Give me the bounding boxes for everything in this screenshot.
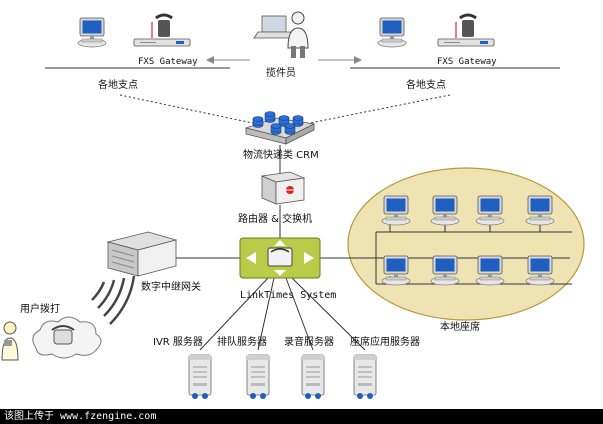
crm-database-icon bbox=[244, 111, 316, 145]
trunk-gateway-label: 数字中继网关 bbox=[141, 280, 201, 293]
signal-waves-icon bbox=[91, 275, 136, 325]
fxs-gateway-left-icon bbox=[132, 13, 192, 48]
queue-server-icon bbox=[246, 354, 270, 400]
local-seats-area bbox=[347, 167, 585, 321]
footer-caption: 该图上传于 www.fzengine.com bbox=[0, 409, 603, 424]
router-switch-icon bbox=[260, 171, 306, 205]
local-seat-computer-icon bbox=[525, 255, 555, 286]
branch-right-computer-icon bbox=[377, 17, 407, 48]
seat-app-server-label: 座席应用服务器 bbox=[350, 335, 420, 348]
local-seat-computer-icon bbox=[430, 255, 460, 286]
caller-label: 用户拨打 bbox=[20, 302, 60, 315]
trunk-gateway-icon bbox=[106, 231, 178, 277]
local-seat-computer-icon bbox=[381, 255, 411, 286]
caller-user-icon bbox=[1, 321, 19, 361]
branch-right-label: 各地支点 bbox=[406, 78, 446, 91]
branch-left-label: 各地支点 bbox=[98, 78, 138, 91]
operator-label: 揽件员 bbox=[266, 66, 296, 79]
router-label: 路由器 & 交换机 bbox=[238, 212, 312, 225]
local-seat-computer-icon bbox=[381, 195, 411, 226]
local-seat-computer-icon bbox=[475, 255, 505, 286]
ivr-server-icon bbox=[188, 354, 212, 400]
local-seat-computer-icon bbox=[475, 195, 505, 226]
record-server-icon bbox=[301, 354, 325, 400]
crm-label: 物流快递类 CRM bbox=[243, 148, 319, 161]
local-seat-computer-icon bbox=[525, 195, 555, 226]
fxs-gateway-right-label: FXS Gateway bbox=[437, 57, 497, 67]
remote-links bbox=[119, 94, 451, 126]
local-seats-label: 本地座席 bbox=[440, 320, 480, 333]
phone-network-cloud-icon bbox=[32, 316, 102, 359]
branch-left-computer-icon bbox=[77, 17, 107, 48]
operator-arrows bbox=[206, 56, 362, 64]
queue-server-label: 排队服务器 bbox=[217, 335, 267, 348]
fxs-gateway-right-icon bbox=[436, 13, 496, 48]
seat-app-server-icon bbox=[353, 354, 377, 400]
ivr-server-label: IVR 服务器 bbox=[153, 335, 203, 348]
operator-icon bbox=[253, 11, 309, 58]
fxs-gateway-left-label: FXS Gateway bbox=[138, 57, 198, 67]
local-seat-computer-icon bbox=[430, 195, 460, 226]
core-system-label: LinkTimes System bbox=[240, 290, 336, 301]
record-server-label: 录音服务器 bbox=[284, 335, 334, 348]
linktimes-core-icon bbox=[239, 237, 321, 279]
